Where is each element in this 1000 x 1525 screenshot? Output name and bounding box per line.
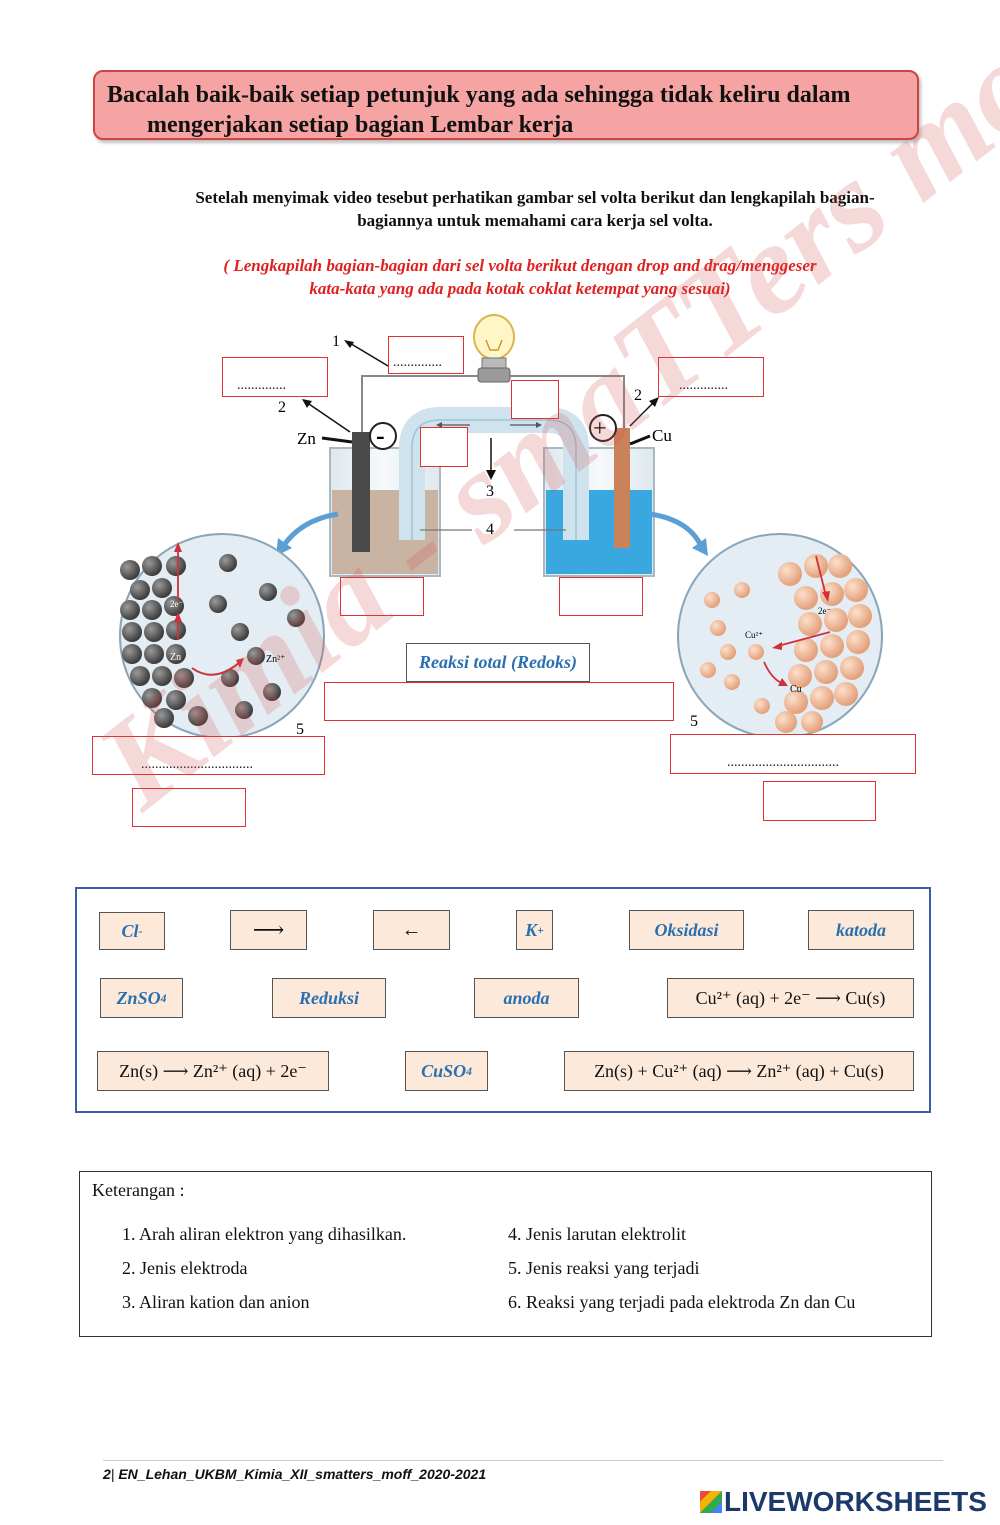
legend-item-2: 2. Jenis elektroda [122,1258,248,1278]
svg-text:Cu: Cu [790,684,802,695]
reaksi-total-label: Reaksi total (Redoks) [406,643,590,682]
minus-sign-icon [369,422,397,450]
zn-label: Zn [297,429,316,448]
chip-cl[interactable]: Cl- [99,912,165,950]
drop-zone-2-left[interactable]: .............. [222,357,328,397]
svg-text:Zn²⁺: Zn²⁺ [266,654,285,665]
legend-item-6: 6. Reaksi yang terjadi pada elektroda Zn… [508,1292,856,1312]
legend-item-5: 5. Jenis reaksi yang terjadi [508,1258,700,1278]
zn-zoom-circle: 2e⁻ Zn Zn²⁺ [119,533,325,739]
intro-line-2: bagiannya untuk memahami cara kerja sel … [357,211,713,230]
label-num-5-right: 5 [690,713,698,730]
legend-item-4: 4. Jenis larutan elektrolit [508,1224,686,1244]
legend-box: Keterangan : 1. Arah aliran elektron yan… [79,1171,932,1337]
chip-zn-oxidation[interactable]: Zn(s) ⟶ Zn²⁺ (aq) + 2e⁻ [97,1051,329,1091]
chip-katoda[interactable]: katoda [808,910,914,950]
drop-zone-2-right[interactable]: .............. [658,357,764,397]
drag-instruction: ( Lengkapilah bagian-bagian dari sel vol… [110,254,930,300]
drop-zone-arrow-left[interactable] [420,427,468,467]
footer-text: EN_Lehan_UKBM_Kimia_XII_smatters_moff_20… [118,1466,487,1482]
drop-zone-electrolyte-cu[interactable] [559,577,643,616]
cu-electrode [614,428,630,548]
cu-beaker [543,447,655,577]
legend-title: Keterangan : [92,1180,185,1200]
drop-zone-arrow-right[interactable] [511,380,559,419]
footer-divider [103,1460,943,1461]
instruction-banner: Bacalah baik-baik setiap petunjuk yang a… [93,70,919,140]
chip-arrow-left[interactable]: ← [373,910,450,950]
chip-anoda[interactable]: anoda [474,978,579,1018]
drag-instruction-line-1: ( Lengkapilah bagian-bagian dari sel vol… [223,256,817,275]
drop-zone-6-left[interactable] [132,788,246,827]
svg-text:Zn: Zn [170,652,181,663]
drop-zone-6-right[interactable] [763,781,876,821]
cu-label: Cu [652,426,672,445]
footer: 2| EN_Lehan_UKBM_Kimia_XII_smatters_moff… [103,1466,487,1482]
drop-zone-redox-total[interactable] [324,682,674,721]
drop-zone-5-left[interactable]: ................................ [92,736,325,775]
svg-text:+: + [593,416,607,442]
plus-sign-icon [589,414,617,442]
light-bulb-icon [473,314,515,383]
drag-instruction-line-2: kata-kata yang ada pada kotak coklat ket… [309,279,731,298]
chip-redox-total[interactable]: Zn(s) + Cu²⁺ (aq) ⟶ Zn²⁺ (aq) + Cu(s) [564,1051,914,1091]
logo-mark-icon [700,1491,722,1513]
svg-text:2e⁻: 2e⁻ [818,606,831,616]
cuso4-solution [546,490,652,574]
zn-electrode [352,432,370,552]
drop-zone-electrolyte-zn[interactable] [340,577,424,616]
chip-arrow-right[interactable]: ⟶ [230,910,307,950]
liveworksheets-logo[interactable]: LIVEWORKSHEETS [700,1486,987,1518]
chip-cu-reduction[interactable]: Cu²⁺ (aq) + 2e⁻ ⟶ Cu(s) [667,978,914,1018]
chip-oksidasi[interactable]: Oksidasi [629,910,744,950]
svg-text:Cu²⁺: Cu²⁺ [745,630,763,640]
intro-line-1: Setelah menyimak video tesebut perhatika… [195,188,875,207]
label-num-1: 1 [332,333,340,350]
chip-reduksi[interactable]: Reduksi [272,978,386,1018]
wire-left [361,375,480,432]
svg-text:2e⁻: 2e⁻ [170,599,183,609]
chip-k[interactable]: K+ [516,910,553,950]
intro-instruction: Setelah menyimak video tesebut perhatika… [110,186,960,232]
label-num-4: 4 [486,521,494,538]
banner-line-1: Bacalah baik-baik setiap petunjuk yang a… [107,82,851,108]
cu-zoom-circle: 2e⁻ Cu²⁺ Cu [677,533,883,739]
drop-zone-5-right[interactable]: ................................ [670,734,916,774]
banner-line-2: mengerjakan setiap bagian Lembar kerja [147,112,574,138]
svg-text:-: - [376,421,385,450]
logo-text: LIVEWORKSHEETS [724,1486,987,1517]
wire-right [510,375,625,428]
label-num-2-left: 2 [278,399,286,416]
legend-item-3: 3. Aliran kation dan anion [122,1292,310,1312]
label-num-2-right: 2 [634,387,642,404]
voltaic-cell-diagram: - + Zn Cu 1 2 2 3 4 [119,314,883,739]
drop-zone-1[interactable]: .............. [388,336,464,374]
label-num-5-left: 5 [296,721,304,738]
page-number: 2 [103,1466,111,1482]
legend-item-1: 1. Arah aliran elektron yang dihasilkan. [122,1224,407,1244]
label-num-3: 3 [486,483,494,500]
